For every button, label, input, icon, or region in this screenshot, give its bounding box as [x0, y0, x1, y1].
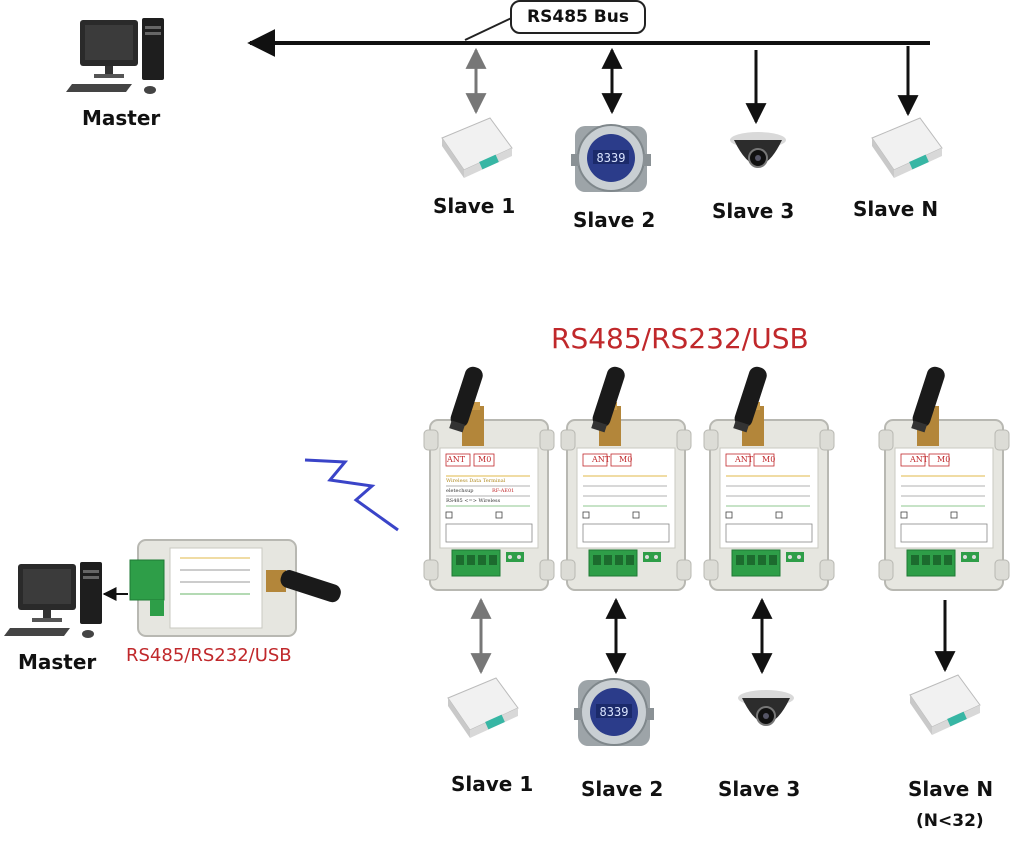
camera-device-icon	[729, 131, 787, 168]
slave-label: Slave 3	[712, 199, 795, 223]
wireless-link-icon	[304, 458, 399, 532]
master-computer-icon	[4, 562, 102, 638]
slave-label: Slave 1	[451, 772, 534, 796]
module-mode-text: RS485 <=> Wireless	[446, 498, 501, 504]
rs485-bus-callout: RS485 Bus	[510, 0, 646, 34]
slave-label: Slave 1	[433, 194, 516, 218]
slave-label: Slave 2	[581, 777, 664, 801]
radio-module-n	[878, 364, 1010, 591]
module-ant-label: ANT	[735, 455, 754, 464]
slave-label: Slave 2	[573, 208, 656, 232]
scale-device-icon	[447, 677, 519, 739]
radio-module-3	[703, 364, 835, 591]
module-m0-label: M0	[937, 455, 951, 464]
master-module-label: RS485/RS232/USB	[126, 645, 292, 666]
interface-title: RS485/RS232/USB	[551, 322, 809, 355]
module-title-text: Wireless Data Terminal	[446, 478, 506, 484]
slave-label: Slave N	[853, 197, 939, 221]
master-label: Master	[18, 650, 97, 674]
module-m0-label: M0	[619, 455, 633, 464]
module-model-text: RF-AE01	[492, 488, 515, 494]
scale-device-icon	[441, 117, 513, 179]
slave-label: Slave 3	[718, 777, 801, 801]
master-label: Master	[82, 106, 161, 130]
module-m0-label: M0	[478, 455, 492, 464]
slave-limit-note: (N<32)	[916, 811, 984, 831]
scale-device-icon	[909, 674, 981, 736]
radio-module-2	[560, 364, 692, 591]
module-m0-label: M0	[762, 455, 776, 464]
scale-device-icon	[871, 117, 943, 179]
master-radio-module	[129, 539, 341, 637]
meter-device-icon	[570, 124, 652, 193]
module-ant-label: ANT	[447, 455, 466, 464]
master-computer-icon	[66, 18, 164, 94]
slave-label: Slave N	[908, 777, 994, 801]
meter-device-icon	[573, 678, 655, 747]
camera-device-icon	[737, 689, 795, 726]
module-ant-label: ANT	[592, 455, 611, 464]
module-ant-label: ANT	[910, 455, 929, 464]
module-brand-text: eletechsup	[446, 488, 474, 494]
